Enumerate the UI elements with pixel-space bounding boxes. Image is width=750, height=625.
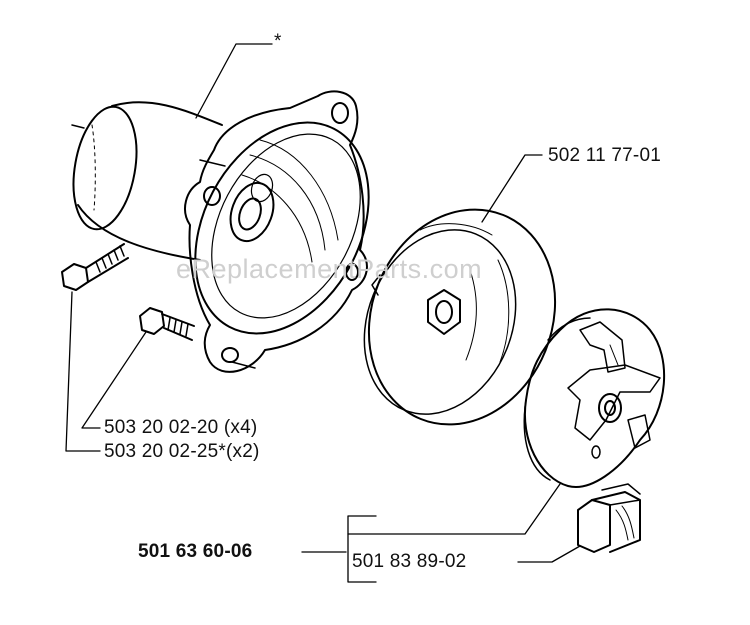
leader-bolt-x2	[65, 291, 101, 452]
callout-spring: 501 83 89-02	[352, 551, 467, 572]
leader-lines	[65, 43, 581, 583]
mount-hole-bottom	[221, 347, 239, 363]
drum-hub-nut	[427, 289, 461, 335]
leader-drum	[481, 154, 543, 223]
bolt-short	[139, 307, 195, 341]
drum-rim	[367, 208, 557, 426]
leader-asterisk	[195, 43, 273, 119]
callout-bolt-x2: 503 20 02-25*(x2)	[104, 441, 260, 462]
leader-spring	[517, 545, 581, 563]
mount-hole-top	[331, 102, 349, 124]
callout-drum: 502 11 77-01	[548, 145, 661, 166]
bolt-long	[61, 243, 129, 291]
housing-flange	[184, 90, 368, 373]
clutch-drum	[363, 208, 557, 426]
housing-cylinder-end	[72, 105, 138, 231]
callout-asterisk: *	[274, 31, 282, 52]
leader-bolt-x4	[81, 331, 147, 429]
shoe-center-hole	[598, 393, 622, 423]
housing-inner-bowl	[194, 121, 370, 335]
housing-bearing	[229, 181, 275, 243]
clutch-housing	[71, 90, 370, 373]
callout-assembly: 501 63 60-06	[138, 541, 253, 562]
leader-shoe	[347, 483, 561, 535]
mount-hole-left	[203, 186, 221, 206]
housing-cylinder-body	[77, 101, 223, 261]
watermark: eReplacementParts.com	[176, 254, 483, 284]
spring-clip	[577, 483, 641, 553]
mount-hole-right	[345, 263, 359, 281]
callout-bolt-x4: 503 20 02-20 (x4)	[104, 417, 258, 438]
leader-bracket	[347, 515, 377, 583]
clutch-shoe-assembly	[523, 308, 666, 488]
